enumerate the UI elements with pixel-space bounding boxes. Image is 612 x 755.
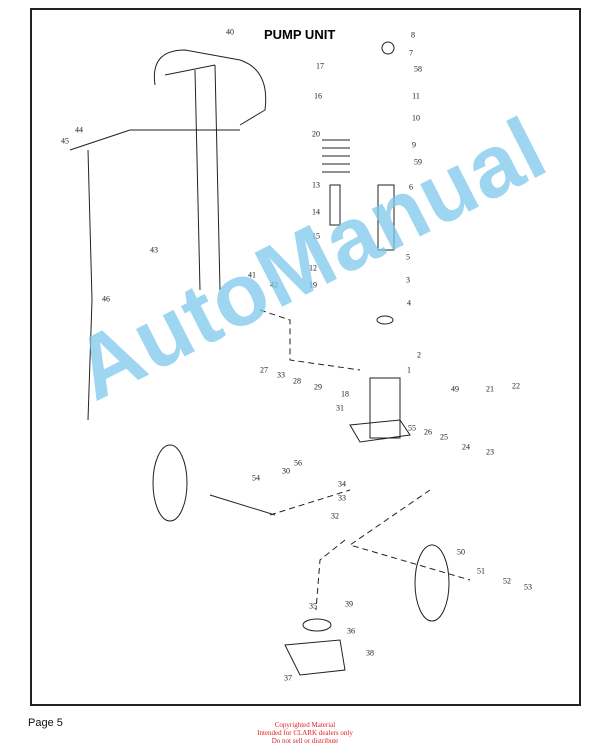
part-callout: 26 <box>424 427 432 437</box>
part-callout: 41 <box>248 270 256 280</box>
page-number: Page 5 <box>28 717 63 729</box>
part-callout: 28 <box>293 376 301 386</box>
part-callout: 16 <box>314 91 322 101</box>
part-callout: 13 <box>312 180 320 190</box>
seal <box>376 315 394 325</box>
diagram-frame <box>30 8 581 706</box>
part-callout: 59 <box>414 157 422 167</box>
part-callout: 39 <box>345 599 353 609</box>
diagram-title: PUMP UNIT <box>264 27 336 42</box>
part-callout: 44 <box>75 125 83 135</box>
part-callout: 27 <box>260 365 268 375</box>
part-callout: 32 <box>331 511 339 521</box>
part-callout: 23 <box>486 447 494 457</box>
part-callout: 51 <box>477 566 485 576</box>
spring <box>322 139 350 173</box>
part-callout: 33 <box>277 370 285 380</box>
part-callout: 24 <box>462 442 470 452</box>
part-callout: 45 <box>61 136 69 146</box>
part-callout: 5 <box>406 252 410 262</box>
bearing <box>302 618 332 632</box>
part-callout: 7 <box>409 48 413 58</box>
part-callout: 54 <box>252 473 260 483</box>
part-callout: 2 <box>417 350 421 360</box>
part-callout: 20 <box>312 129 320 139</box>
part-callout: 29 <box>314 382 322 392</box>
part-callout: 22 <box>512 381 520 391</box>
part-callout: 40 <box>226 27 234 37</box>
part-callout: 25 <box>440 432 448 442</box>
copyright-line: Intended for CLARK dealers only <box>257 729 353 737</box>
part-callout: 17 <box>316 61 324 71</box>
part-callout: 58 <box>414 64 422 74</box>
lever-rod <box>69 129 240 421</box>
part-callout: 33 <box>338 493 346 503</box>
part-callout: 46 <box>102 294 110 304</box>
part-callout: 30 <box>282 466 290 476</box>
cap <box>381 41 395 55</box>
part-callout: 34 <box>338 479 346 489</box>
part-callout: 38 <box>366 648 374 658</box>
part-callout: 14 <box>312 207 320 217</box>
copyright-line: Do not sell or distribute <box>271 737 339 745</box>
pump-piston <box>329 184 341 226</box>
part-callout: 35 <box>309 601 317 611</box>
part-callout: 8 <box>411 30 415 40</box>
copyright-line: Copyrighted Material <box>274 721 336 729</box>
part-callout: 56 <box>294 458 302 468</box>
pump-body <box>369 377 401 439</box>
part-callout: 31 <box>336 403 344 413</box>
part-callout: 3 <box>406 275 410 285</box>
part-callout: 18 <box>341 389 349 399</box>
handle-outline <box>153 49 267 291</box>
part-callout: 37 <box>284 673 292 683</box>
part-callout: 15 <box>312 231 320 241</box>
pump-base <box>349 419 411 443</box>
copyright-notice: Copyrighted Material Intended for CLARK … <box>230 721 380 745</box>
part-callout: 11 <box>412 91 420 101</box>
part-callout: 43 <box>150 245 158 255</box>
part-callout: 50 <box>457 547 465 557</box>
cylinder <box>377 184 395 251</box>
part-callout: 1 <box>407 365 411 375</box>
axle <box>209 494 276 516</box>
part-callout: 21 <box>486 384 494 394</box>
part-callout: 12 <box>309 263 317 273</box>
part-callout: 9 <box>412 140 416 150</box>
part-callout: 6 <box>409 182 413 192</box>
right-wheel <box>414 544 450 622</box>
part-callout: 10 <box>412 113 420 123</box>
fork-bracket <box>284 639 346 676</box>
part-callout: 42 <box>270 280 278 290</box>
part-callout: 49 <box>451 384 459 394</box>
part-callout: 36 <box>347 626 355 636</box>
part-callout: 4 <box>407 298 411 308</box>
part-callout: 53 <box>524 582 532 592</box>
dash-lines <box>259 309 471 611</box>
part-callout: 19 <box>309 280 317 290</box>
part-callout: 55 <box>408 423 416 433</box>
part-callout: 52 <box>503 576 511 586</box>
left-wheel <box>152 444 188 522</box>
